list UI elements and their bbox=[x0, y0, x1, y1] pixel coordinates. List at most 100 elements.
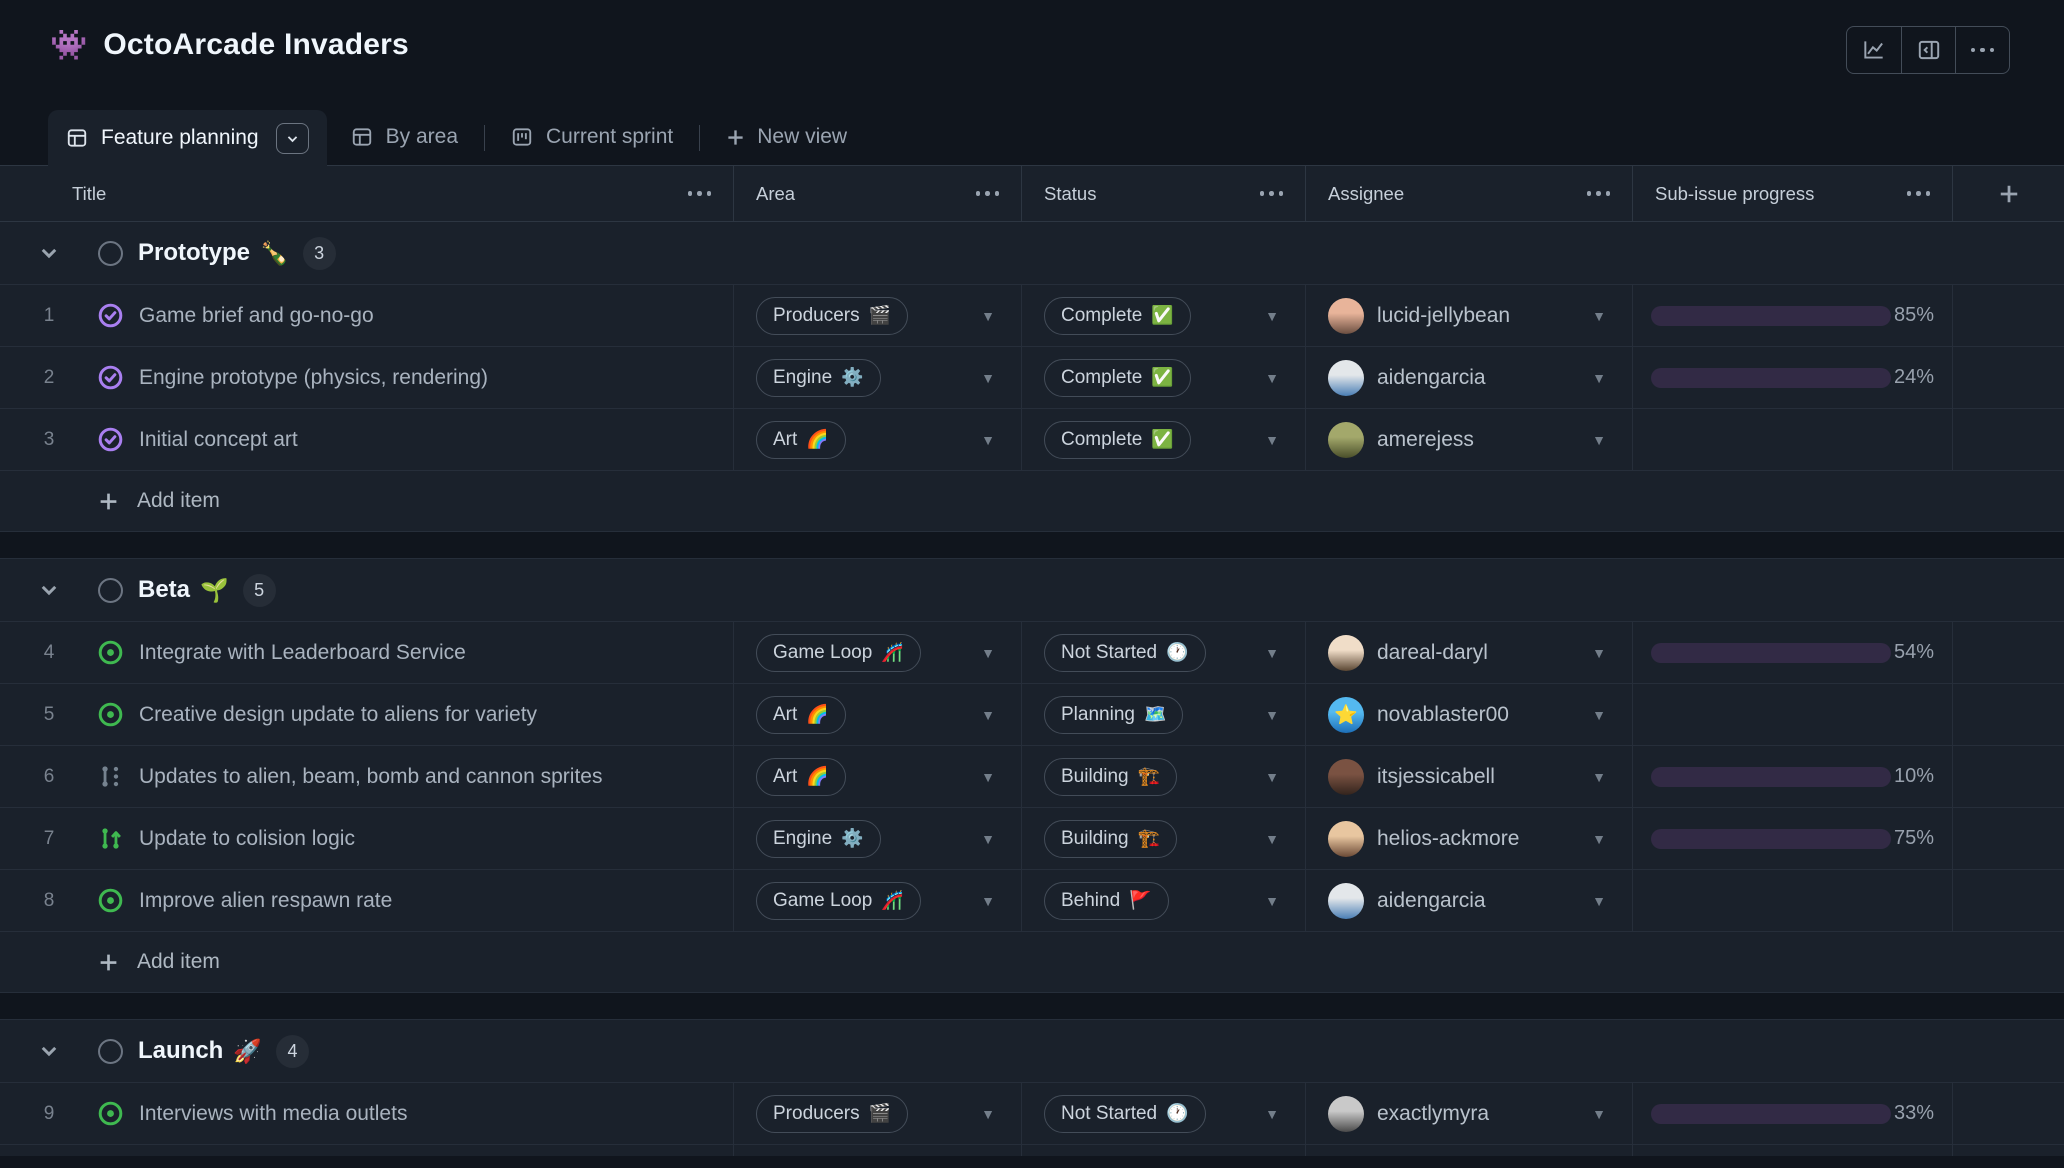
project-menu-button[interactable] bbox=[1955, 27, 2009, 73]
issue-title[interactable]: Integrate with Leaderboard Service bbox=[139, 641, 466, 665]
add-column-button[interactable] bbox=[1952, 166, 2064, 221]
assignee-cell[interactable]: helios-ackmore ▼ bbox=[1305, 808, 1632, 869]
assignee[interactable]: helios-ackmore bbox=[1328, 821, 1519, 857]
area-pill[interactable]: Producers🎬 bbox=[756, 1095, 908, 1133]
area-pill[interactable]: Game Loop🎢 bbox=[756, 634, 921, 672]
dropdown-caret-icon[interactable]: ▼ bbox=[1265, 308, 1279, 324]
dropdown-caret-icon[interactable]: ▼ bbox=[1592, 308, 1606, 324]
dropdown-caret-icon[interactable]: ▼ bbox=[1265, 370, 1279, 386]
status-cell[interactable]: Planning🗺️ ▼ bbox=[1021, 684, 1305, 745]
assignee[interactable]: exactlymyra bbox=[1328, 1096, 1489, 1132]
dropdown-caret-icon[interactable]: ▼ bbox=[1592, 831, 1606, 847]
issue-title[interactable]: Improve alien respawn rate bbox=[139, 889, 392, 913]
title-cell[interactable]: 4 Integrate with Leaderboard Service bbox=[0, 622, 733, 683]
area-cell[interactable]: Game Loop🎢 ▼ bbox=[733, 870, 1021, 931]
title-cell[interactable]: 5 Creative design update to aliens for v… bbox=[0, 684, 733, 745]
area-pill[interactable]: Producers🎬 bbox=[756, 297, 908, 335]
title-cell[interactable]: 3 Initial concept art bbox=[0, 409, 733, 470]
add-item-button[interactable]: Add item bbox=[0, 471, 2064, 532]
dropdown-caret-icon[interactable]: ▼ bbox=[1265, 432, 1279, 448]
assignee-cell[interactable]: ⭐ novablaster00 ▼ bbox=[1305, 684, 1632, 745]
area-pill[interactable]: Engine⚙️ bbox=[756, 359, 881, 397]
dropdown-caret-icon[interactable]: ▼ bbox=[1265, 707, 1279, 723]
area-cell[interactable]: Producers🎬 ▼ bbox=[733, 285, 1021, 346]
add-item-button[interactable]: Add item bbox=[0, 932, 2064, 993]
title-cell[interactable]: 7 Update to colision logic bbox=[0, 808, 733, 869]
dropdown-caret-icon[interactable]: ▼ bbox=[981, 432, 995, 448]
assignee[interactable]: aidengarcia bbox=[1328, 360, 1486, 396]
status-pill[interactable]: Planning🗺️ bbox=[1044, 696, 1183, 734]
new-view-button[interactable]: New view bbox=[702, 109, 871, 165]
assignee-cell[interactable]: amerejess ▼ bbox=[1305, 409, 1632, 470]
dropdown-caret-icon[interactable]: ▼ bbox=[981, 893, 995, 909]
dropdown-caret-icon[interactable]: ▼ bbox=[981, 645, 995, 661]
status-pill[interactable]: Building🏗️ bbox=[1044, 758, 1177, 796]
area-cell[interactable]: Engine⚙️ ▼ bbox=[733, 808, 1021, 869]
area-pill[interactable]: Game Loop🎢 bbox=[756, 882, 921, 920]
assignee[interactable]: ⭐ novablaster00 bbox=[1328, 697, 1509, 733]
area-cell[interactable]: Art🌈 ▼ bbox=[733, 684, 1021, 745]
area-cell[interactable]: Art🌈 ▼ bbox=[733, 409, 1021, 470]
issue-title[interactable]: Engine prototype (physics, rendering) bbox=[139, 366, 488, 390]
dropdown-caret-icon[interactable]: ▼ bbox=[1592, 370, 1606, 386]
area-pill[interactable]: Art🌈 bbox=[756, 696, 846, 734]
assignee-cell[interactable]: lucid-jellybean ▼ bbox=[1305, 285, 1632, 346]
collapse-group-button[interactable] bbox=[0, 1041, 98, 1061]
dropdown-caret-icon[interactable]: ▼ bbox=[1592, 769, 1606, 785]
assignee-cell[interactable]: aidengarcia ▼ bbox=[1305, 870, 1632, 931]
area-pill[interactable]: Engine⚙️ bbox=[756, 820, 881, 858]
issue-title[interactable]: Updates to alien, beam, bomb and cannon … bbox=[139, 765, 602, 789]
column-menu-button[interactable] bbox=[688, 191, 712, 196]
insights-button[interactable] bbox=[1847, 27, 1901, 73]
dropdown-caret-icon[interactable]: ▼ bbox=[1265, 893, 1279, 909]
status-cell[interactable]: Building🏗️ ▼ bbox=[1021, 746, 1305, 807]
assignee[interactable]: dareal-daryl bbox=[1328, 635, 1488, 671]
issue-title[interactable]: Interviews with media outlets bbox=[139, 1102, 407, 1126]
area-cell[interactable]: Producers🎬 ▼ bbox=[733, 1083, 1021, 1144]
tab-feature-planning[interactable]: Feature planning bbox=[48, 110, 327, 166]
assignee[interactable]: itsjessicabell bbox=[1328, 759, 1495, 795]
title-cell[interactable]: 9 Interviews with media outlets bbox=[0, 1083, 733, 1144]
dropdown-caret-icon[interactable]: ▼ bbox=[1592, 707, 1606, 723]
tab-current-sprint[interactable]: Current sprint bbox=[487, 109, 697, 165]
column-menu-button[interactable] bbox=[976, 191, 1000, 196]
column-menu-button[interactable] bbox=[1587, 191, 1611, 196]
title-cell[interactable]: 1 Game brief and go-no-go bbox=[0, 285, 733, 346]
dropdown-caret-icon[interactable]: ▼ bbox=[981, 707, 995, 723]
dropdown-caret-icon[interactable]: ▼ bbox=[1265, 1106, 1279, 1122]
status-cell[interactable]: Not Started🕐 ▼ bbox=[1021, 1083, 1305, 1144]
status-cell[interactable]: Complete✅ ▼ bbox=[1021, 285, 1305, 346]
area-cell[interactable]: Art🌈 ▼ bbox=[733, 746, 1021, 807]
dropdown-caret-icon[interactable]: ▼ bbox=[981, 769, 995, 785]
dropdown-caret-icon[interactable]: ▼ bbox=[981, 831, 995, 847]
status-pill[interactable]: Complete✅ bbox=[1044, 421, 1191, 459]
assignee-cell[interactable]: dareal-daryl ▼ bbox=[1305, 622, 1632, 683]
view-options-button[interactable] bbox=[276, 123, 309, 154]
assignee-cell[interactable]: exactlymyra ▼ bbox=[1305, 1083, 1632, 1144]
column-menu-button[interactable] bbox=[1260, 191, 1284, 196]
status-pill[interactable]: Building🏗️ bbox=[1044, 820, 1177, 858]
issue-title[interactable]: Update to colision logic bbox=[139, 827, 355, 851]
collapse-group-button[interactable] bbox=[0, 243, 98, 263]
dropdown-caret-icon[interactable]: ▼ bbox=[1265, 831, 1279, 847]
issue-title[interactable]: Creative design update to aliens for var… bbox=[139, 703, 537, 727]
status-pill[interactable]: Behind🚩 bbox=[1044, 882, 1169, 920]
status-cell[interactable]: Complete✅ ▼ bbox=[1021, 409, 1305, 470]
assignee[interactable]: aidengarcia bbox=[1328, 883, 1486, 919]
status-cell[interactable]: Complete✅ ▼ bbox=[1021, 347, 1305, 408]
status-cell[interactable]: Not Started🕐 ▼ bbox=[1021, 622, 1305, 683]
dropdown-caret-icon[interactable]: ▼ bbox=[981, 308, 995, 324]
title-cell[interactable]: 6 Updates to alien, beam, bomb and canno… bbox=[0, 746, 733, 807]
collapse-group-button[interactable] bbox=[0, 580, 98, 600]
issue-title[interactable]: Game brief and go-no-go bbox=[139, 304, 374, 328]
dropdown-caret-icon[interactable]: ▼ bbox=[1592, 893, 1606, 909]
dropdown-caret-icon[interactable]: ▼ bbox=[1265, 769, 1279, 785]
status-pill[interactable]: Complete✅ bbox=[1044, 297, 1191, 335]
collapse-sidebar-button[interactable] bbox=[1901, 27, 1955, 73]
area-pill[interactable]: Art🌈 bbox=[756, 758, 846, 796]
status-pill[interactable]: Not Started🕐 bbox=[1044, 1095, 1206, 1133]
status-pill[interactable]: Complete✅ bbox=[1044, 359, 1191, 397]
issue-title[interactable]: Initial concept art bbox=[139, 428, 298, 452]
dropdown-caret-icon[interactable]: ▼ bbox=[1592, 1106, 1606, 1122]
title-cell[interactable]: 2 Engine prototype (physics, rendering) bbox=[0, 347, 733, 408]
